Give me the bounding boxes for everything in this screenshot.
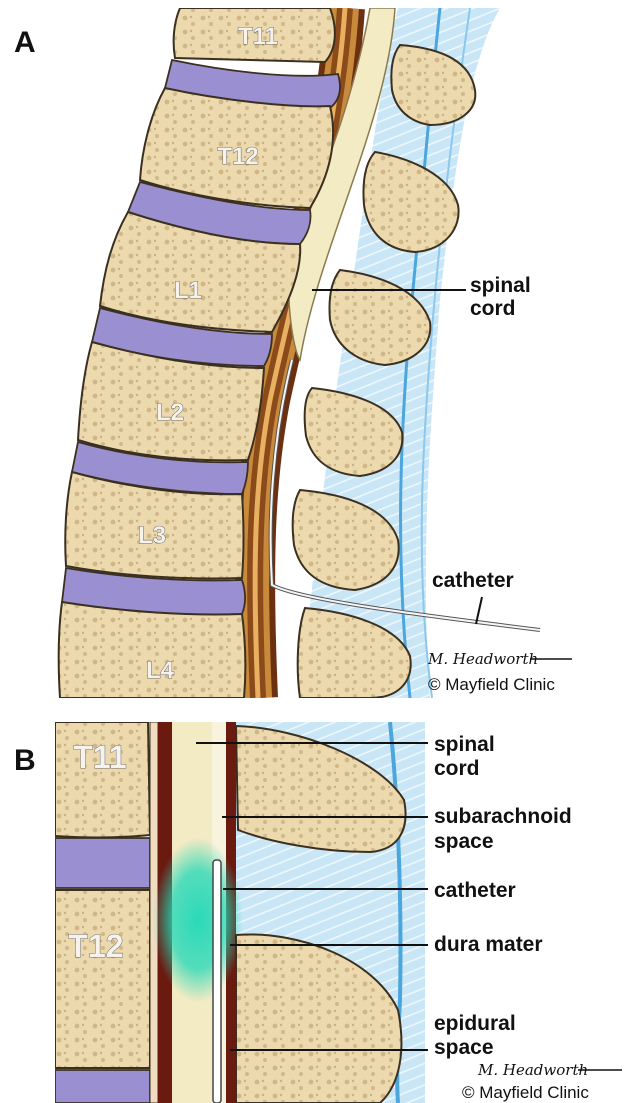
vertebra-label-t11-a: T11 (238, 23, 278, 50)
credit-b: © Mayfield Clinic (462, 1083, 589, 1102)
medication-spread (153, 838, 243, 1002)
callout-epidural-1: epidural (434, 1012, 516, 1035)
panel-a (59, 8, 540, 698)
vertebra-label-l2: L2 (156, 399, 184, 426)
callout-spinal-cord-a-2: cord (470, 297, 516, 320)
callout-catheter-a: catheter (432, 569, 514, 592)
callout-spinal-cord-a-1: spinal (470, 274, 531, 297)
callout-catheter-b: catheter (434, 879, 516, 902)
catheter-b (213, 860, 221, 1103)
artist-signature-a: M. Headworth (427, 650, 538, 668)
credit-a: © Mayfield Clinic (428, 675, 555, 694)
vertebra-label-l3: L3 (138, 522, 166, 549)
vertebra-label-t12-a: T12 (217, 143, 258, 170)
vertebra-label-l1: L1 (174, 277, 202, 304)
vertebra-label-t12-b: T12 (68, 928, 123, 964)
panel-b (55, 722, 425, 1103)
callout-subarachnoid-2: space (434, 830, 494, 853)
leader-catheter-a (476, 597, 482, 624)
artist-signature-b: M. Headworth (477, 1061, 588, 1079)
callout-subarachnoid-1: subarachnoid (434, 805, 572, 828)
callout-epidural-2: space (434, 1036, 494, 1059)
callout-spinal-cord-b-2: cord (434, 757, 480, 780)
vertebra-label-t11-b: T11 (73, 739, 126, 775)
vertebra-label-l4: L4 (146, 657, 175, 684)
callout-spinal-cord-b-1: spinal (434, 733, 495, 756)
callout-dura-mater: dura mater (434, 933, 543, 956)
